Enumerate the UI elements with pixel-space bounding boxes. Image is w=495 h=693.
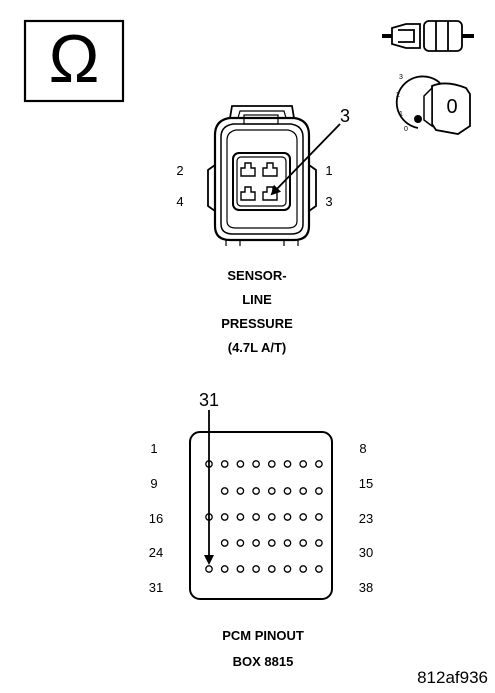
pcm-pin-25	[236, 539, 245, 547]
ohmmeter-icon: Ω	[23, 19, 125, 103]
pcm-pin-9	[220, 487, 229, 495]
pcm-pin-21	[283, 513, 292, 521]
pcm-left-label-16: 16	[149, 511, 163, 526]
ignition-position-0: 0	[404, 126, 408, 133]
pcm-left-label-1: 1	[150, 441, 157, 456]
ignition-key-icon: 0 3 2 1 0	[395, 74, 471, 135]
pcm-pin-14	[299, 487, 308, 495]
pcm-pin-11	[252, 487, 260, 495]
pcm-pin-19	[252, 513, 260, 521]
sensor-pin-label-1: 1	[325, 163, 332, 178]
pcm-callout-number: 31	[199, 390, 219, 410]
pcm-right-label-15: 15	[359, 476, 373, 491]
sensor-pin-label-3: 3	[325, 194, 332, 209]
pcm-pin-32	[220, 565, 229, 573]
pcm-pin-23	[315, 513, 323, 521]
pcm-pin-29	[299, 539, 308, 547]
pcm-pin-12	[267, 487, 276, 495]
pcm-pin-6	[283, 460, 292, 468]
pcm-caption-line-1: PCM PINOUT	[222, 628, 304, 643]
pcm-left-label-9: 9	[150, 476, 157, 491]
pcm-pin-10	[236, 487, 245, 495]
pcm-pin-36	[283, 565, 292, 573]
pcm-pin-33	[236, 565, 245, 573]
pcm-pin-4	[252, 460, 260, 468]
pcm-pin-34	[252, 565, 260, 573]
sensor-caption-line-4: (4.7L A/T)	[228, 340, 287, 355]
pcm-pin-17	[220, 513, 229, 521]
ignition-position-3: 3	[399, 74, 403, 81]
pcm-pin-8	[315, 460, 323, 468]
sensor-pin-label-4: 4	[176, 194, 183, 209]
pcm-left-label-24: 24	[149, 545, 163, 560]
pcm-pin-30	[315, 539, 323, 547]
pcm-pin-15	[315, 487, 323, 495]
pcm-pin-3	[236, 460, 245, 468]
sensor-caption-line-2: LINE	[242, 292, 272, 307]
pcm-connector-body	[189, 431, 333, 600]
ignition-position-2: 2	[396, 92, 400, 99]
sensor-connector	[207, 105, 317, 246]
pcm-pin-31	[205, 565, 213, 573]
pcm-pin-5	[267, 460, 276, 468]
sensor-callout-number: 3	[340, 106, 350, 126]
pcm-right-label-30: 30	[359, 545, 373, 560]
pcm-right-label-23: 23	[359, 511, 373, 526]
sensor-caption-line-1: SENSOR-	[227, 268, 286, 283]
pcm-pin-35	[267, 565, 276, 573]
pcm-pin-18	[236, 513, 245, 521]
pcm-pin-20	[267, 513, 276, 521]
ohm-symbol-text: Ω	[49, 21, 100, 97]
pcm-pin-24	[220, 539, 229, 547]
pcm-pin-27	[267, 539, 276, 547]
pcm-right-label-38: 38	[359, 580, 373, 595]
pcm-right-label-8: 8	[359, 441, 366, 456]
pcm-pin-2	[220, 460, 229, 468]
pcm-pin-13	[283, 487, 292, 495]
sensor-callout-arrow	[270, 123, 341, 196]
sensor-pin-label-2: 2	[176, 163, 183, 178]
sensor-caption-line-3: PRESSURE	[221, 316, 293, 331]
connector-plug-icon	[382, 20, 474, 52]
ignition-selected-position: 0	[446, 96, 457, 118]
pcm-pin-22	[299, 513, 308, 521]
pcm-pin-38	[315, 565, 323, 573]
pcm-pin-grid	[205, 460, 323, 573]
ignition-position-1: 1	[399, 111, 403, 118]
pcm-pin-37	[299, 565, 308, 573]
pcm-pin-26	[252, 539, 260, 547]
pcm-pin-28	[283, 539, 292, 547]
pcm-caption-line-2: BOX 8815	[233, 654, 294, 669]
pcm-left-label-31: 31	[149, 580, 163, 595]
pcm-pin-7	[299, 460, 308, 468]
figure-id: 812af936	[417, 668, 488, 687]
